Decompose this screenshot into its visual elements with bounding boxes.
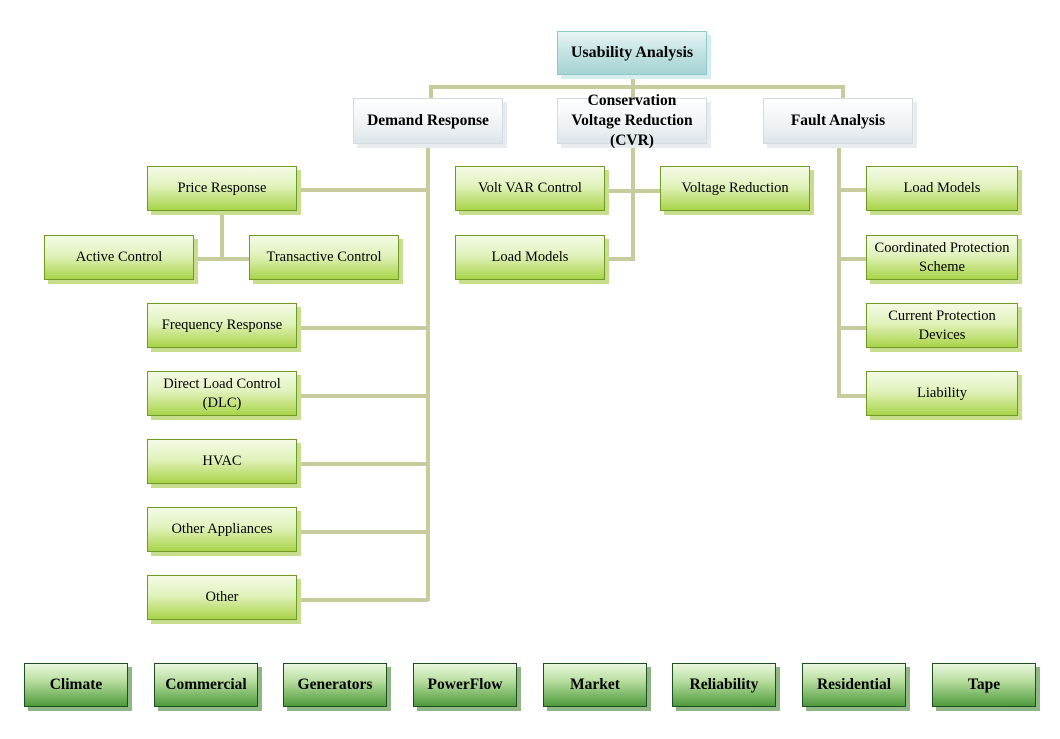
module-residential-button[interactable]: Residential — [802, 663, 906, 707]
module-climate-label: Climate — [49, 675, 103, 693]
module-climate-button[interactable]: Climate — [24, 663, 128, 707]
demand-response-node[interactable]: Demand Response — [353, 98, 503, 144]
direct-load-control-label: Direct Load Control (DLC) — [163, 375, 281, 411]
liability-label: Liability — [917, 385, 967, 402]
frequency-response-label: Frequency Response — [161, 317, 283, 334]
cvr-load-models-node[interactable]: Load Models — [455, 235, 605, 280]
module-market-button[interactable]: Market — [543, 663, 647, 707]
module-reliability-label: Reliability — [689, 675, 759, 693]
fault-load-models-node[interactable]: Load Models — [866, 166, 1018, 211]
hvac-node[interactable]: HVAC — [147, 439, 297, 484]
current-protection-node[interactable]: Current Protection Devices — [866, 303, 1018, 348]
liability-node[interactable]: Liability — [866, 371, 1018, 416]
active-control-node[interactable]: Active Control — [44, 235, 194, 280]
module-residential-label: Residential — [816, 675, 892, 693]
direct-load-control-node[interactable]: Direct Load Control (DLC) — [147, 371, 297, 416]
transactive-control-node[interactable]: Transactive Control — [249, 235, 399, 280]
coordinated-protection-label: Coordinated Protection Scheme — [874, 239, 1010, 275]
module-powerflow-label: PowerFlow — [427, 675, 503, 693]
cvr-label: Conservation Voltage Reduction (CVR) — [571, 91, 693, 150]
volt-var-control-node[interactable]: Volt VAR Control — [455, 166, 605, 211]
active-control-label: Active Control — [75, 249, 163, 266]
other-node[interactable]: Other — [147, 575, 297, 620]
coordinated-protection-node[interactable]: Coordinated Protection Scheme — [866, 235, 1018, 280]
module-commercial-label: Commercial — [165, 675, 247, 693]
hvac-label: HVAC — [202, 453, 242, 470]
module-tape-button[interactable]: Tape — [932, 663, 1036, 707]
demand-response-label: Demand Response — [367, 111, 489, 129]
module-generators-label: Generators — [297, 675, 373, 693]
module-powerflow-button[interactable]: PowerFlow — [413, 663, 517, 707]
usability-analysis-node[interactable]: Usability Analysis — [557, 31, 707, 75]
module-commercial-button[interactable]: Commercial — [154, 663, 258, 707]
cvr-load-models-label: Load Models — [491, 249, 569, 266]
module-generators-button[interactable]: Generators — [283, 663, 387, 707]
module-market-label: Market — [570, 675, 620, 693]
module-reliability-button[interactable]: Reliability — [672, 663, 776, 707]
voltage-reduction-node[interactable]: Voltage Reduction — [660, 166, 810, 211]
fault-load-models-label: Load Models — [903, 180, 981, 197]
current-protection-label: Current Protection Devices — [888, 307, 996, 343]
fault-analysis-node[interactable]: Fault Analysis — [763, 98, 913, 144]
other-appliances-label: Other Appliances — [171, 521, 273, 538]
frequency-response-node[interactable]: Frequency Response — [147, 303, 297, 348]
price-response-node[interactable]: Price Response — [147, 166, 297, 211]
voltage-reduction-label: Voltage Reduction — [681, 180, 789, 197]
cvr-node[interactable]: Conservation Voltage Reduction (CVR) — [557, 92, 707, 149]
fault-analysis-label: Fault Analysis — [790, 111, 886, 129]
volt-var-control-label: Volt VAR Control — [478, 180, 582, 197]
transactive-control-label: Transactive Control — [266, 249, 382, 266]
module-tape-label: Tape — [967, 675, 1001, 693]
other-appliances-node[interactable]: Other Appliances — [147, 507, 297, 552]
other-label: Other — [205, 589, 239, 606]
usability-analysis-label: Usability Analysis — [570, 43, 694, 61]
price-response-label: Price Response — [177, 180, 267, 197]
